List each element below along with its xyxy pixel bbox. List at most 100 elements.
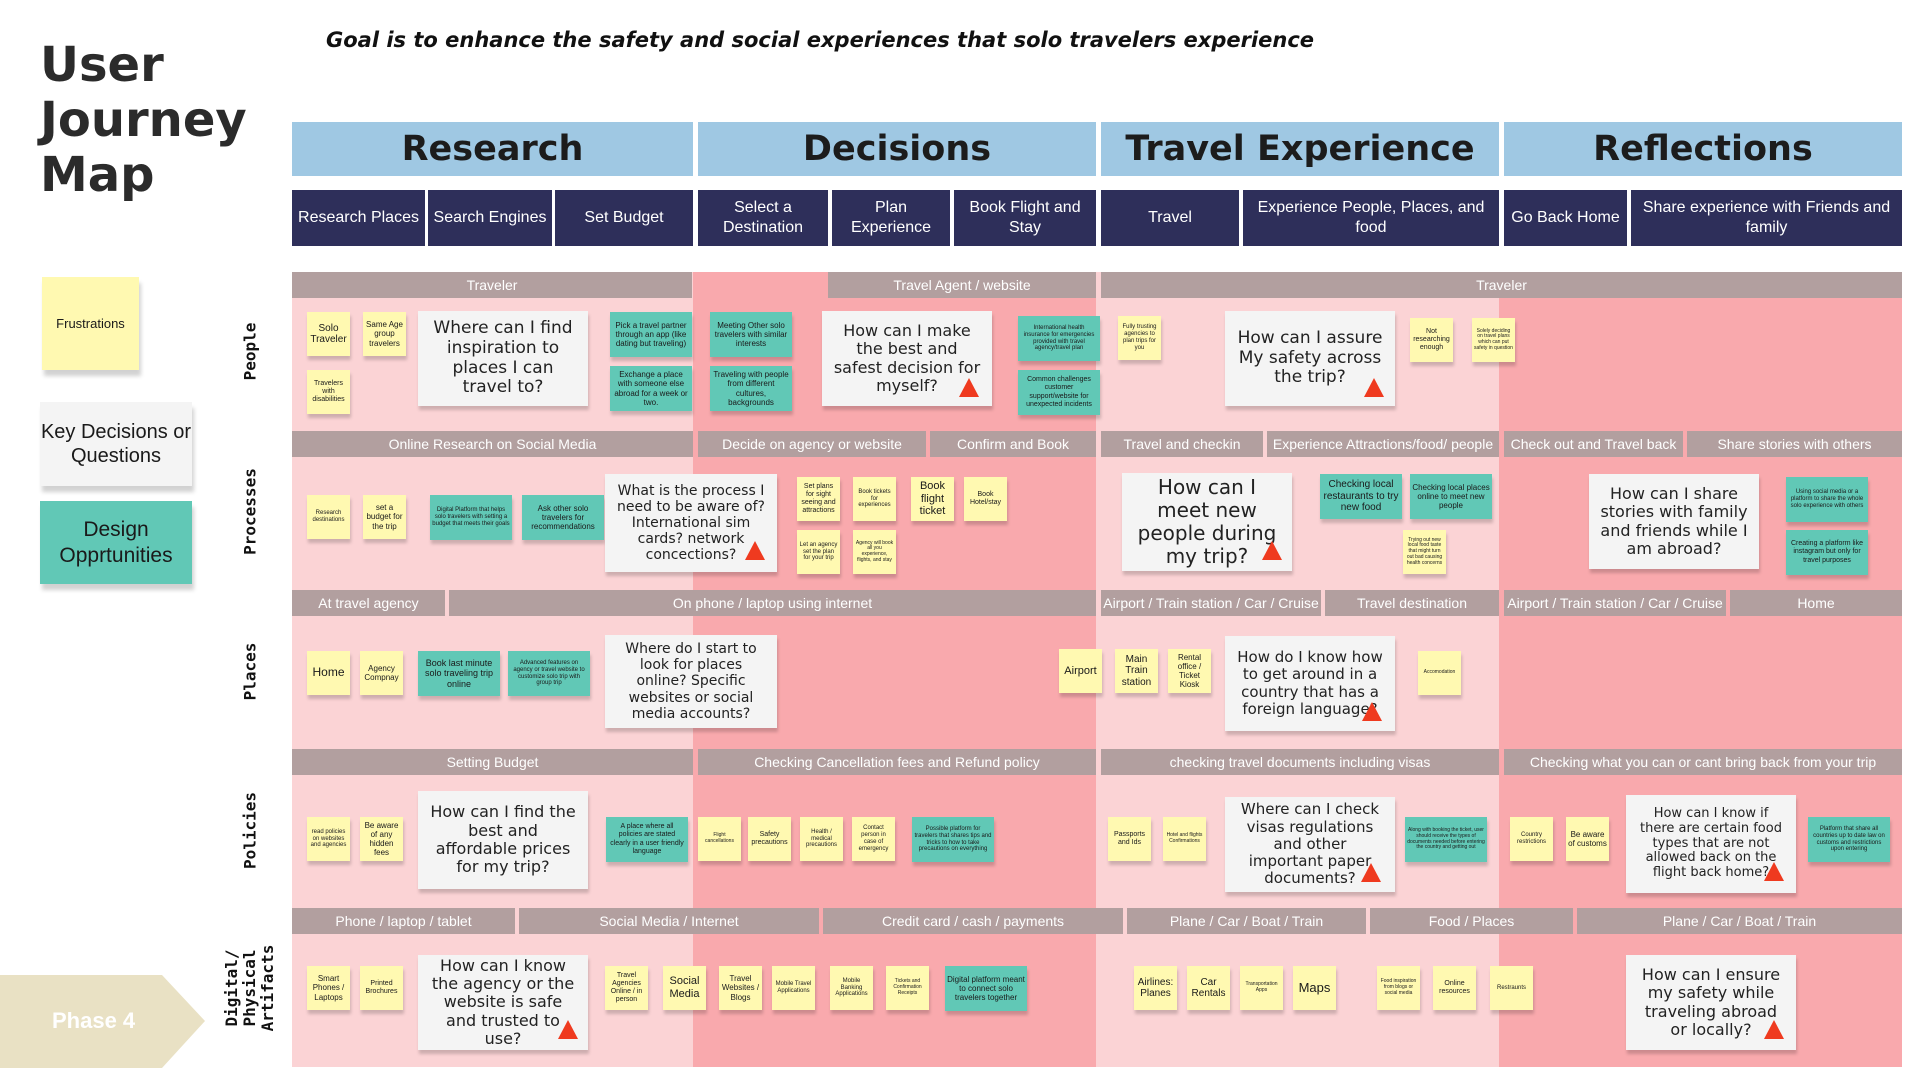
sticky-note: Not researching enough (1410, 318, 1453, 362)
sticky-note: Tickets and Confirmation Receipts (886, 966, 929, 1010)
legend-frustrations: Frustrations (42, 277, 139, 370)
design-note: Checking local restaurants to try new fo… (1320, 474, 1402, 519)
band-title: Confirm and Book (930, 431, 1096, 457)
step-travel: Travel (1101, 190, 1239, 246)
question-card: How can I share stories with family and … (1589, 474, 1759, 569)
design-note: Ask other solo travelers for recommendat… (522, 495, 604, 540)
phase-header-travel-experience: Travel Experience (1101, 122, 1499, 176)
sticky-note: Be aware of customs (1566, 817, 1609, 861)
sticky-note: Safety precautions (748, 817, 791, 861)
band-title: Checking what you can or cant bring back… (1504, 749, 1902, 775)
sticky-note: Airport (1059, 649, 1102, 693)
sticky-note: Country restrictions (1510, 817, 1553, 861)
phase-header-decisions: Decisions (698, 122, 1096, 176)
frustration-marker-icon (1764, 1020, 1784, 1039)
sticky-note: Transportation Apps (1240, 966, 1283, 1010)
design-note: Checking local places online to meet new… (1410, 474, 1492, 519)
phase-header-research: Research (292, 122, 693, 176)
phase-badge-arrow-shape (0, 975, 205, 1068)
sticky-note: Solo Traveler (307, 312, 350, 356)
step-experience: Experience People, Places, and food (1243, 190, 1499, 246)
sticky-note: Food inspiration from blogs or social me… (1377, 966, 1420, 1010)
frustration-marker-icon (1262, 541, 1282, 560)
design-note: Digital Platform that helps solo travele… (430, 495, 512, 540)
sticky-note: Flight cancellations (698, 817, 741, 861)
frustration-marker-icon (959, 378, 979, 397)
band-title: Share stories with others (1687, 431, 1902, 457)
band-title: At travel agency (292, 590, 445, 616)
sticky-note: Maps (1293, 966, 1336, 1010)
sticky-note: Airlines: Planes (1134, 966, 1177, 1010)
design-note: Pick a travel partner through an app (li… (610, 312, 692, 357)
design-note: International health insurance for emerg… (1018, 316, 1100, 361)
sticky-note: Rental office / Ticket Kiosk (1168, 649, 1211, 693)
frustration-marker-icon (558, 1020, 578, 1039)
design-note: Advanced features on agency or travel we… (508, 651, 590, 696)
sticky-note: Book tickets for experiences (853, 477, 896, 521)
question-card: How can I find the best and affordable p… (418, 791, 588, 889)
sticky-note: Hotel and flights Confirmations (1163, 817, 1206, 861)
band-title: Check out and Travel back (1504, 431, 1683, 457)
sticky-note: Accomodation (1418, 651, 1461, 695)
question-card: How can I know the agency or the website… (418, 955, 588, 1050)
design-note: A place where all policies are stated cl… (606, 817, 688, 862)
question-card: Where can I find inspiration to places I… (418, 311, 588, 406)
design-note: Possible platform for travelers that sha… (912, 817, 994, 862)
band-title: Checking Cancellation fees and Refund po… (698, 749, 1096, 775)
phase-header-reflections: Reflections (1504, 122, 1902, 176)
row-label-artifacts: Digital/ Physical Artifacts (222, 944, 277, 1032)
sticky-note: Mobile Banking Applications (830, 966, 873, 1010)
band-title: Airport / Train station / Car / Cruise (1504, 590, 1726, 616)
design-note: Meeting Other solo travelers with simila… (710, 312, 792, 357)
design-note: Book last minute solo traveling trip onl… (418, 651, 500, 696)
step-search-engines: Search Engines (428, 190, 552, 246)
band-title: Social Media / Internet (519, 908, 819, 934)
band-title: Credit card / cash / payments (823, 908, 1123, 934)
sticky-note: Set plans for sight seeing and attractio… (797, 477, 840, 521)
sticky-note: Smart Phones / Laptops (307, 966, 350, 1010)
sticky-note: Travel Websites / Blogs (719, 966, 762, 1010)
legend-design-label: Design Opprtunities (59, 517, 173, 567)
step-select-destination: Select a Destination (698, 190, 828, 246)
band-title: Traveler (1101, 272, 1902, 298)
band-title: Experience Attractions/food/ people (1267, 431, 1499, 457)
sticky-note: Social Media (663, 966, 706, 1010)
legend-key-decisions: Key Decisions or Questions (40, 402, 192, 486)
sticky-note: Book flight ticket (911, 477, 954, 521)
sticky-note: Book Hotel/stay (964, 477, 1007, 521)
band-reflections-bg (1499, 272, 1902, 1067)
sticky-note: Same Age group travelers (363, 312, 406, 356)
row-label-places: Places (240, 642, 260, 701)
step-plan-experience: Plan Experience (832, 190, 950, 246)
sticky-note: Let an agency set the plan for your trip (797, 530, 840, 574)
band-title: checking travel documents including visa… (1101, 749, 1499, 775)
legend-frustrations-label: Frustrations (56, 316, 125, 331)
step-book-flight-stay: Book Flight and Stay (954, 190, 1096, 246)
row-label-people: People (240, 322, 260, 381)
step-research-places: Research Places (292, 190, 425, 246)
band-title: Travel and checkin (1101, 431, 1263, 457)
sticky-note: Restraunts (1490, 966, 1533, 1010)
band-title: Airport / Train station / Car / Cruise (1101, 590, 1321, 616)
frustration-marker-icon (745, 541, 765, 560)
sticky-note: Contact person in case of emergency (852, 817, 895, 861)
sticky-note: Agency will book all you experience, fli… (853, 530, 896, 574)
legend-key-decisions-label: Key Decisions or Questions (40, 421, 192, 467)
legend-design-opportunities: Design Opprtunities (40, 501, 192, 584)
band-title: Travel Agent / website (828, 272, 1096, 298)
question-card: Where do I start to look for places onli… (605, 635, 777, 728)
sticky-note: Passports and Ids (1108, 817, 1151, 861)
band-title: Decide on agency or website (698, 431, 926, 457)
design-note: Traveling with people from different cul… (710, 366, 792, 411)
band-title: Plane / Car / Boat / Train (1127, 908, 1366, 934)
sticky-note: Car Rentals (1187, 966, 1230, 1010)
step-share-experience: Share experience with Friends and family (1631, 190, 1902, 246)
design-note: Common challenges customer support/websi… (1018, 370, 1100, 415)
row-label-processes: Processes (240, 468, 260, 555)
phase-badge-label: Phase 4 (52, 1008, 136, 1033)
sticky-note: Mobile Travel Applications (772, 966, 815, 1010)
frustration-marker-icon (1764, 862, 1784, 881)
sticky-note: Home (307, 651, 350, 695)
sticky-note: Solely deciding on travel plans which ca… (1472, 318, 1515, 362)
design-note: Using social media or a platform to shar… (1786, 477, 1868, 522)
